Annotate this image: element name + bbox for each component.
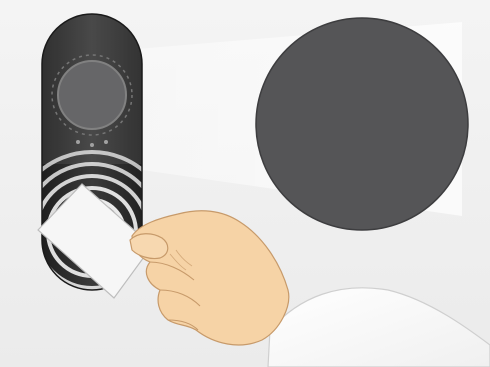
magnified-view-icon <box>256 18 468 230</box>
